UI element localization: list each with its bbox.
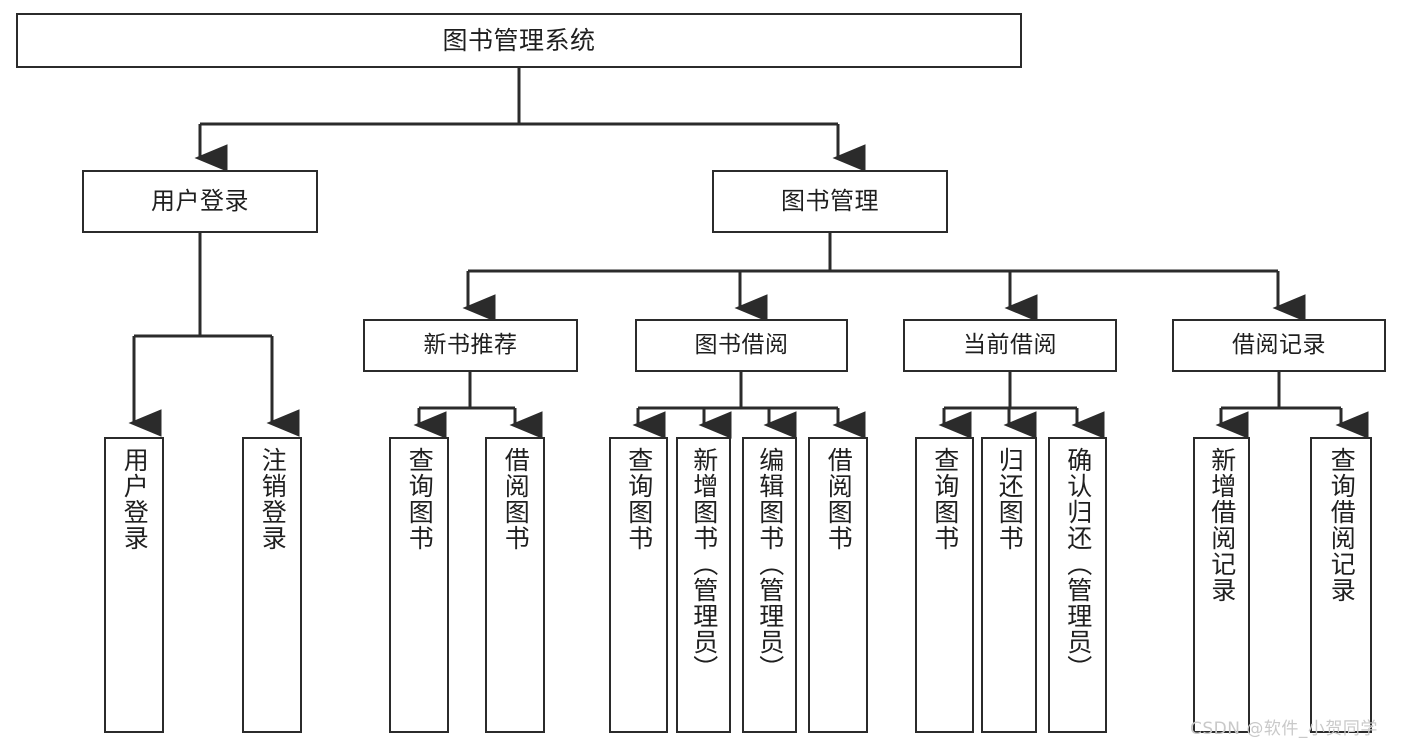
node-leaf-borrow-book-2[interactable]: 借阅图书 [808,437,868,733]
node-leaf-confirm-return-label: 确认归还（管理员） [1063,447,1093,681]
node-leaf-query-record-label: 查询借阅记录 [1327,447,1357,603]
node-leaf-query-book-3-label: 查询图书 [930,447,960,551]
node-leaf-add-record-label: 新增借阅记录 [1207,447,1237,603]
node-leaf-add-book-label: 新增图书（管理员） [689,447,719,681]
node-leaf-borrow-book-1-label: 借阅图书 [501,447,531,551]
node-root-system-label: 图书管理系统 [442,25,596,55]
node-leaf-logout-login-label: 注销登录 [258,447,288,551]
node-book-manage[interactable]: 图书管理 [712,170,948,233]
node-leaf-borrow-book-2-label: 借阅图书 [824,447,854,551]
node-leaf-borrow-book-1[interactable]: 借阅图书 [485,437,545,733]
node-leaf-confirm-return[interactable]: 确认归还（管理员） [1048,437,1107,733]
node-leaf-query-book-1-label: 查询图书 [405,447,435,551]
node-leaf-edit-book[interactable]: 编辑图书（管理员） [742,437,797,733]
node-leaf-query-book-2[interactable]: 查询图书 [609,437,668,733]
node-leaf-user-login-label: 用户登录 [120,447,150,551]
node-book-borrow-label: 图书借阅 [694,331,789,358]
node-leaf-return-book-label: 归还图书 [995,447,1025,551]
node-leaf-edit-book-label: 编辑图书（管理员） [755,447,785,681]
node-leaf-add-book[interactable]: 新增图书（管理员） [676,437,731,733]
csdn-watermark: CSDN @软件_小贺同学 [1190,719,1378,739]
node-borrow-record[interactable]: 借阅记录 [1172,319,1386,372]
node-new-book-recommend[interactable]: 新书推荐 [363,319,578,372]
node-root-system[interactable]: 图书管理系统 [16,13,1022,68]
node-user-login-label: 用户登录 [151,187,249,216]
node-leaf-query-book-3[interactable]: 查询图书 [915,437,974,733]
node-new-book-recommend-label: 新书推荐 [423,331,518,358]
node-leaf-add-record[interactable]: 新增借阅记录 [1193,437,1250,733]
node-borrow-record-label: 借阅记录 [1232,331,1326,358]
node-user-login[interactable]: 用户登录 [82,170,318,233]
node-leaf-query-book-2-label: 查询图书 [624,447,654,551]
node-book-borrow[interactable]: 图书借阅 [635,319,848,372]
node-leaf-query-record[interactable]: 查询借阅记录 [1310,437,1372,733]
node-current-borrow[interactable]: 当前借阅 [903,319,1117,372]
node-leaf-logout-login[interactable]: 注销登录 [242,437,302,733]
node-book-manage-label: 图书管理 [781,187,879,216]
node-leaf-return-book[interactable]: 归还图书 [981,437,1037,733]
node-leaf-user-login[interactable]: 用户登录 [104,437,164,733]
node-leaf-query-book-1[interactable]: 查询图书 [389,437,449,733]
node-current-borrow-label: 当前借阅 [963,331,1057,358]
